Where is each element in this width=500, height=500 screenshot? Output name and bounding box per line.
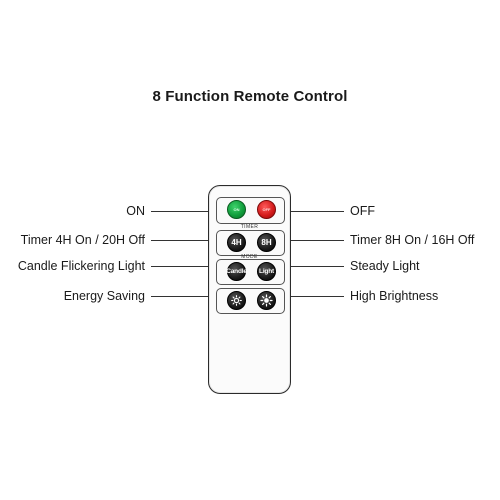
- label-energy-saving: Energy Saving: [63, 289, 145, 303]
- leader-line-timer-8h: [281, 240, 344, 241]
- label-on: ON: [126, 204, 145, 218]
- mode-panel: Candle Light: [216, 259, 285, 285]
- remote-control: ON OFF TIMER 4H 8H MODE Candle Light: [208, 185, 291, 394]
- label-steady-light: Steady Light: [350, 259, 420, 273]
- timer-4h-button[interactable]: 4H: [227, 233, 246, 252]
- light-mode-button[interactable]: Light: [257, 262, 276, 281]
- leader-line-off: [281, 211, 344, 212]
- bright-sun-icon: [260, 294, 273, 307]
- label-candle-flickering: Candle Flickering Light: [17, 259, 145, 273]
- leader-line-steady: [281, 266, 344, 267]
- label-timer-8h: Timer 8H On / 16H Off: [350, 233, 475, 247]
- candle-mode-button[interactable]: Candle: [226, 262, 247, 281]
- high-brightness-button[interactable]: [257, 291, 276, 310]
- page-title: 8 Function Remote Control: [152, 88, 348, 105]
- leader-line-energy: [151, 296, 217, 297]
- label-high-brightness: High Brightness: [350, 289, 439, 303]
- dim-sun-icon: [231, 295, 242, 306]
- timer-section-label: TIMER: [240, 224, 259, 230]
- timer-8h-button[interactable]: 8H: [257, 233, 276, 252]
- timer-panel: 4H 8H: [216, 230, 285, 256]
- mode-section-label: MODE: [241, 254, 258, 260]
- off-button[interactable]: OFF: [257, 200, 276, 219]
- energy-saving-button[interactable]: [227, 291, 246, 310]
- leader-line-timer-4h: [151, 240, 217, 241]
- leader-line-on: [151, 211, 217, 212]
- label-timer-4h: Timer 4H On / 20H Off: [20, 233, 145, 247]
- power-panel: ON OFF: [216, 197, 285, 224]
- label-off: OFF: [350, 204, 375, 218]
- on-button[interactable]: ON: [227, 200, 246, 219]
- brightness-panel: [216, 288, 285, 314]
- leader-line-brightness: [281, 296, 344, 297]
- leader-line-candle: [151, 266, 217, 267]
